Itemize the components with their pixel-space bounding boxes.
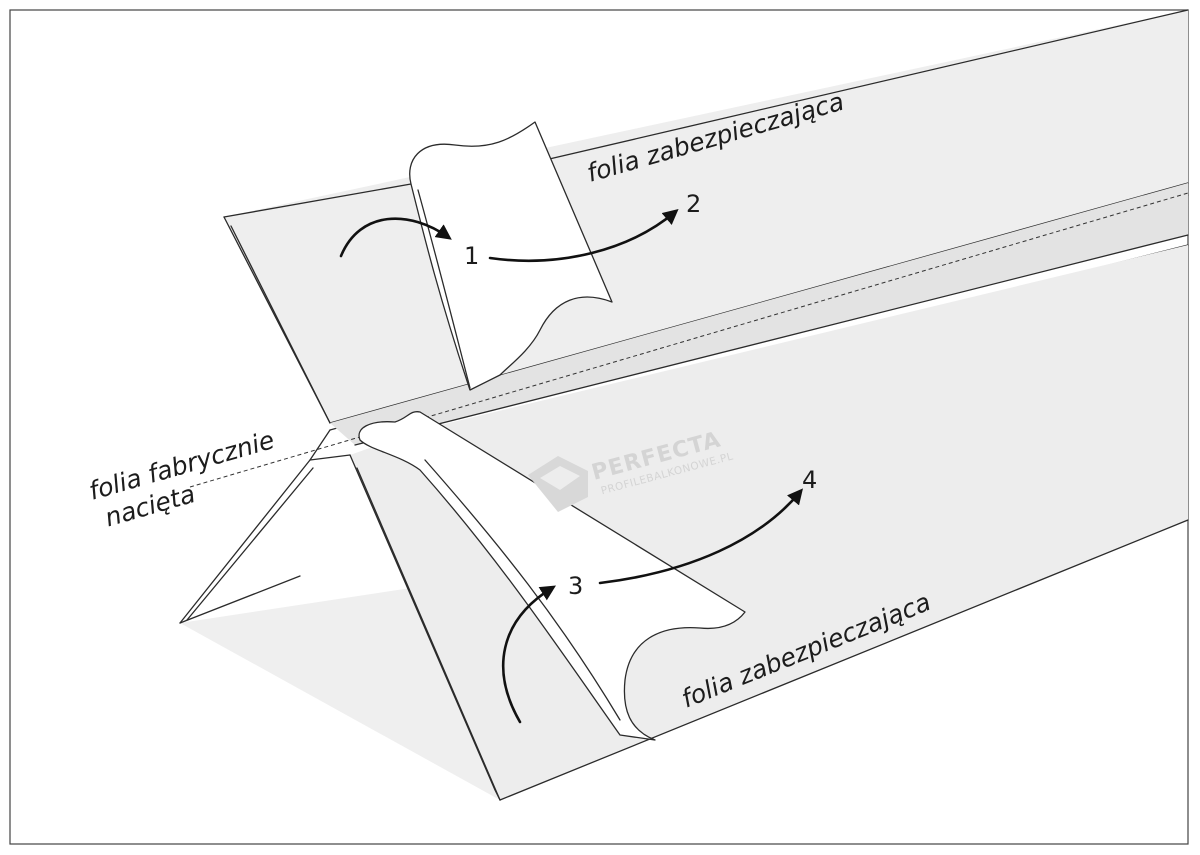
arrow-to-step-1 xyxy=(339,217,452,258)
step-2-label: 2 xyxy=(686,190,701,218)
lower-film-peel xyxy=(358,411,746,741)
step-1-label: 1 xyxy=(464,242,479,270)
cut-line-label: folia fabrycznie nacięta xyxy=(86,425,278,532)
upper-film-peel xyxy=(409,121,613,391)
step-3-label: 3 xyxy=(568,572,583,600)
arrow-to-step-3 xyxy=(501,585,556,724)
cut-line xyxy=(189,192,1189,488)
arrow-step-1-to-2 xyxy=(488,208,679,263)
fold-groove xyxy=(330,183,1188,445)
step-4-label: 4 xyxy=(802,466,817,494)
arrow-step-3-to-4 xyxy=(598,488,803,585)
